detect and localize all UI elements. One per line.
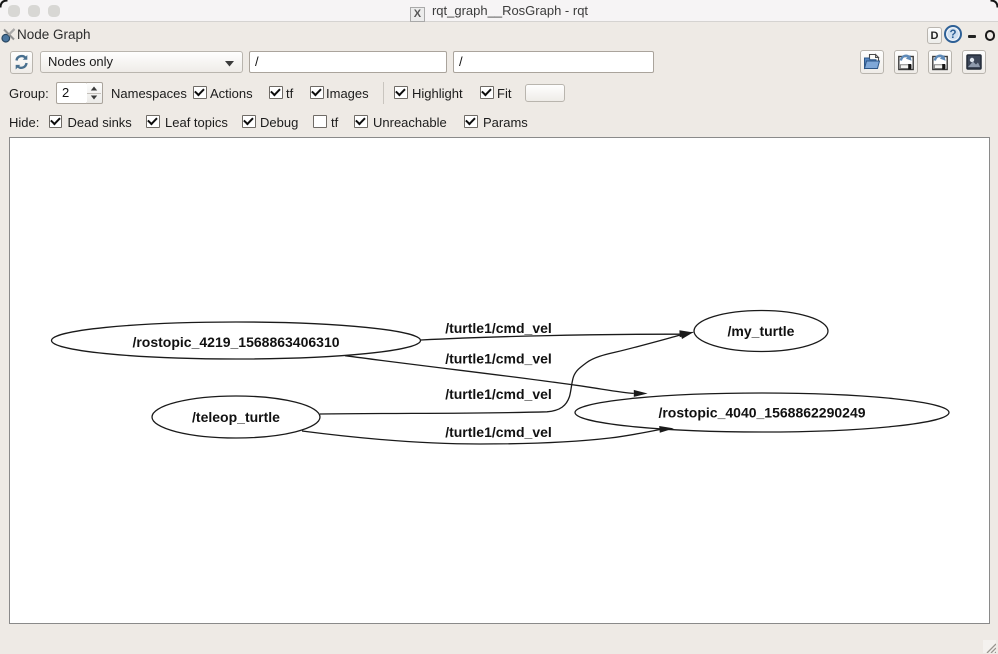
- svg-text:/turtle1/cmd_vel: /turtle1/cmd_vel: [445, 320, 552, 336]
- svg-text:/rostopic_4040_1568862290249: /rostopic_4040_1568862290249: [658, 405, 865, 421]
- svg-text:/turtle1/cmd_vel: /turtle1/cmd_vel: [445, 386, 552, 402]
- svg-text:/turtle1/cmd_vel: /turtle1/cmd_vel: [445, 424, 552, 440]
- svg-text:/turtle1/cmd_vel: /turtle1/cmd_vel: [445, 351, 552, 367]
- svg-text:/rostopic_4219_1568863406310: /rostopic_4219_1568863406310: [132, 334, 339, 350]
- svg-text:/my_turtle: /my_turtle: [728, 323, 795, 339]
- svg-text:?: ?: [949, 29, 956, 41]
- svg-text:/teleop_turtle: /teleop_turtle: [192, 409, 280, 425]
